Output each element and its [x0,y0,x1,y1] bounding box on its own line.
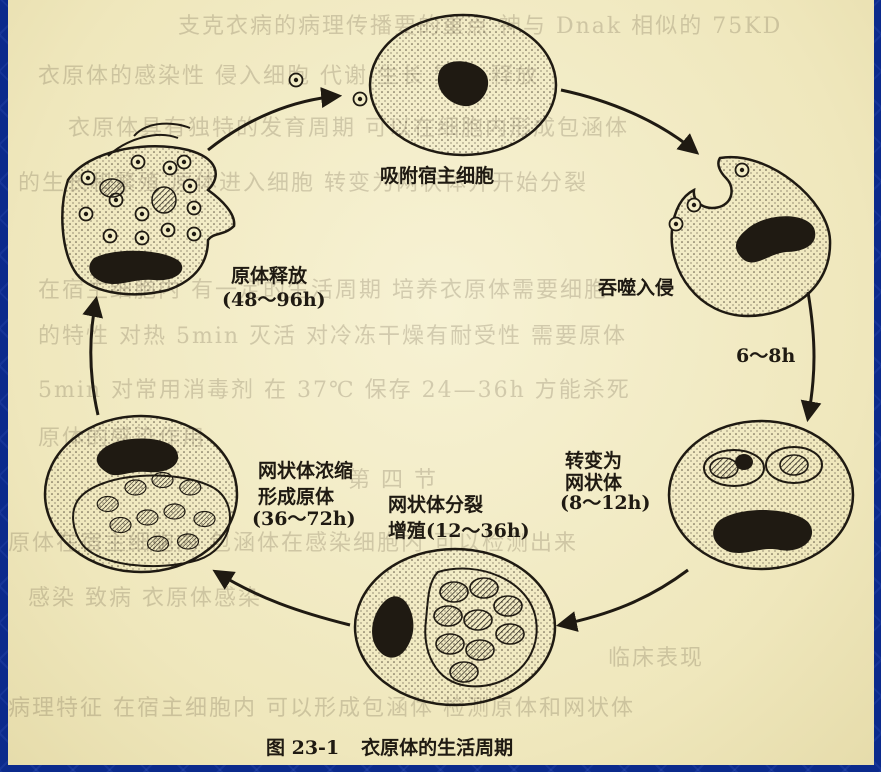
arrow-adsorb-to-invade [561,90,696,152]
arrow-invade-to-transform [808,292,814,418]
cell-condense [45,416,237,572]
label-divide-line2: 增殖(12～36h) [388,518,530,544]
label-release-time: (48～96h) [222,287,326,313]
label-divide-line1: 网状体分裂 [388,492,483,518]
figure-number: 图 23-1 [266,737,339,759]
scanned-page: 支克衣病的病理传播要的重点 神与 Dnak 相似的 75KD 衣原体的感染性 侵… [8,0,874,765]
label-transform-time: (8～12h) [560,490,650,516]
figure-caption: 图 23-1 衣原体的生活周期 [266,733,535,760]
label-release-line1: 原体释放 [231,263,307,289]
label-invade: 吞噬入侵 [598,275,674,301]
label-interval-6-8h: 6～8h [736,343,795,369]
arrow-divide-to-condense [216,572,350,625]
label-condense-line1: 网状体浓缩 [258,458,353,484]
arrow-condense-to-release [91,300,98,415]
life-cycle-diagram [8,0,874,765]
arrow-transform-to-divide [560,570,688,625]
label-adsorb: 吸附宿主细胞 [380,163,494,189]
cell-divide [355,549,555,705]
label-condense-time: (36～72h) [252,506,356,532]
cell-invade [670,157,831,316]
cell-transform [669,421,853,569]
cell-adsorb [290,15,557,155]
arrow-release-to-adsorb [208,96,338,150]
figure-title: 衣原体的生活周期 [361,737,513,759]
